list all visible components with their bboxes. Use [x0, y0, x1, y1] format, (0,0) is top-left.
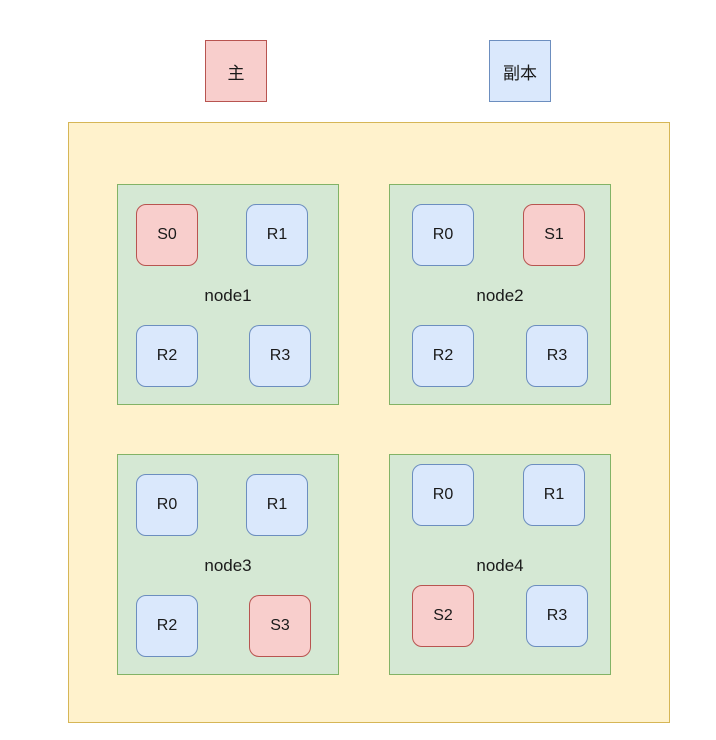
legend-replica-box: 副本 [489, 40, 551, 102]
node-3: R0 R1 node3 R2 S3 [117, 454, 339, 675]
shard-node4-1: R0 [412, 464, 474, 526]
node-label-node3: node3 [204, 556, 252, 575]
shard-node3-1: R0 [136, 474, 198, 536]
cluster-container: S0 R1 node1 R2 R3 R0 S1 node2 R2 R3 R0 R… [68, 122, 670, 723]
shard-node4-4: R3 [526, 585, 588, 647]
shard-node3-4: S3 [249, 595, 311, 657]
shard-node2-1: R0 [412, 204, 474, 266]
shard-node4-3: S2 [412, 585, 474, 647]
shard-node1-2: R1 [246, 204, 308, 266]
node-label-node4: node4 [476, 556, 524, 575]
legend-primary-box: 主 [205, 40, 267, 102]
node-label-node1: node1 [204, 286, 252, 305]
shard-node2-3: R2 [412, 325, 474, 387]
shard-node3-2: R1 [246, 474, 308, 536]
shard-node2-2: S1 [523, 204, 585, 266]
shard-node1-4: R3 [249, 325, 311, 387]
node-label-node2: node2 [476, 286, 524, 305]
shard-node2-4: R3 [526, 325, 588, 387]
shard-node3-3: R2 [136, 595, 198, 657]
shard-node1-1: S0 [136, 204, 198, 266]
shard-node4-2: R1 [523, 464, 585, 526]
shard-node1-3: R2 [136, 325, 198, 387]
node-4: R0 R1 node4 S2 R3 [389, 454, 611, 675]
node-1: S0 R1 node1 R2 R3 [117, 184, 339, 405]
node-2: R0 S1 node2 R2 R3 [389, 184, 611, 405]
